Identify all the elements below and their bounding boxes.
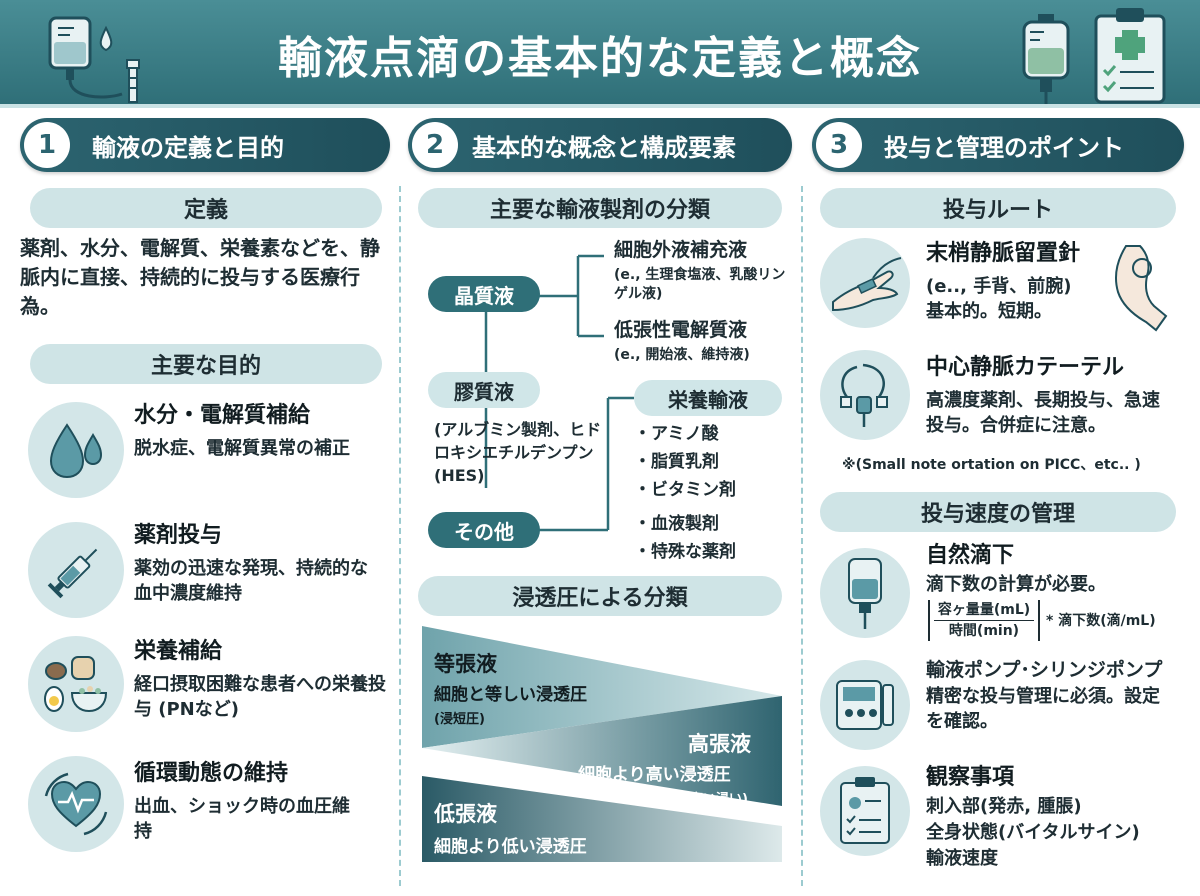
iv-bag-icon [48, 16, 123, 99]
section-title: 投与と管理のポイント [884, 133, 1124, 162]
section-title: 基本的な概念と構成要素 [472, 133, 736, 162]
route-title: 中心静脈カテーテル [926, 355, 1125, 380]
section-concepts: 2 基本的な概念と構成要素 主要な輸液製剤の分類 晶質液 細胞外液補充液 (e.… [408, 118, 792, 862]
hypertonic-label: 高張液 [688, 732, 751, 756]
drip-bag-icon [848, 558, 882, 629]
section-header: 1 輸液の定義と目的 [20, 118, 390, 172]
drip-formula: 容ヶ量量(mL) 時間(min) [928, 600, 1040, 641]
other-list: 血液製剤 特殊な薬剤 [634, 510, 736, 566]
infusion-pump-icon [836, 680, 894, 730]
isotonic-label: 等張液 [434, 652, 497, 676]
purpose-desc: 脱水症、電解質異常の補正 [134, 438, 350, 459]
column-divider [399, 186, 401, 886]
list-item: ビタミン剤 [634, 476, 736, 504]
list-item: 脂質乳剤 [634, 448, 736, 476]
water-drops-icon [49, 423, 103, 479]
section-header: 3 投与と管理のポイント [812, 118, 1184, 172]
other-tag: その他 [428, 512, 540, 548]
hypertonic-note: (高い浸い) [684, 792, 748, 807]
clipboard-icon [1094, 8, 1166, 104]
drip-tube-icon [126, 59, 140, 103]
purpose-icon-circle [28, 522, 124, 618]
purpose-desc: 経口摂取困難な患者への栄養投与 (PNなど) [134, 674, 386, 720]
purpose-icon-circle [28, 636, 124, 732]
hypertonic-desc: 細胞より高い浸透圧 [578, 765, 731, 785]
purpose-title: 循環動態の維持 [134, 761, 289, 786]
section-number: 1 [24, 122, 70, 168]
list-item: 血液製剤 [634, 510, 736, 538]
route-icon-circle [820, 238, 910, 328]
isotonic-note: (浸短圧) [434, 712, 485, 727]
obs-icon-circle [820, 766, 910, 856]
definition-text: 薬剤、水分、電解質、栄養素などを、静脈内に直接、持続的に投与する医療行為。 [20, 236, 380, 318]
ecf-label: 細胞外液補充液 [614, 239, 748, 261]
heart-cycle-icon [44, 772, 108, 836]
purpose-title: 薬剤投与 [134, 523, 223, 548]
nutrition-list: アミノ酸 脂質乳剤 ビタミン剤 [634, 420, 736, 504]
section-header: 2 基本的な概念と構成要素 [408, 118, 792, 172]
colloid-tag: 膠質液 [428, 372, 540, 408]
obs-title: 観察事項 [926, 765, 1015, 790]
route-title: 末梢静脈留置針 [926, 241, 1081, 266]
rate-icon-circle [820, 660, 910, 750]
formula-numerator: 容ヶ量量(mL) [934, 600, 1034, 621]
section-title: 輸液の定義と目的 [92, 133, 284, 162]
section-number: 3 [816, 122, 862, 168]
route-heading: 投与ルート [820, 188, 1176, 228]
list-item: 特殊な薬剤 [634, 538, 736, 566]
rate-icon-circle [820, 548, 910, 638]
list-item: アミノ酸 [634, 420, 736, 448]
definition-heading: 定義 [30, 188, 382, 228]
purpose-title: 水分・電解質補給 [134, 403, 311, 428]
arm-icon [1115, 245, 1168, 332]
formula-drop-factor: * 滴下数(滴/mL) [1046, 613, 1156, 629]
purpose-icon-circle [28, 756, 124, 852]
syringe-icon [47, 548, 98, 599]
hand-catheter-icon [832, 257, 902, 312]
section-administration: 3 投与と管理のポイント 投与ルート 末梢静脈留置針 (e.., 手背、前腕) … [812, 118, 1184, 869]
purpose-desc: 出血、ショック時の血圧維持 [134, 796, 350, 842]
obs-item: 全身状態(バイタルサイン) [926, 822, 1140, 843]
rate-heading: 投与速度の管理 [820, 492, 1176, 532]
column-divider [801, 186, 803, 886]
route-desc: (e.., 手背、前腕) 基本的。短期。 [926, 276, 1072, 322]
purpose-icon-circle [28, 402, 124, 498]
crystalloid-tag: 晶質液 [428, 276, 540, 312]
chart-clipboard-icon [840, 777, 890, 844]
route-desc: 高濃度薬剤、長期投与、急速投与。合併症に注意。 [926, 390, 1160, 436]
obs-item: 刺入部(発赤, 腫脹) [926, 796, 1082, 817]
route-icon-circle [820, 350, 910, 440]
purpose-title: 栄養補給 [134, 639, 223, 664]
pump-desc: 精密な投与管理に必須。設定を確認。 [926, 686, 1160, 732]
food-icon [44, 656, 108, 713]
ecf-example: (e., 生理食塩液、乳酸リンゲル液) [614, 267, 786, 302]
route-note: ※(Small note ortation on PICC、etc.. ) [842, 457, 1141, 473]
section-number: 2 [412, 122, 458, 168]
header-banner: 輸液点滴の基本的な定義と概念 [0, 0, 1200, 108]
purpose-desc: 薬効の迅速な発現、持続的な血中濃度維持 [134, 558, 368, 604]
osmotic-heading: 浸透圧による分類 [418, 576, 782, 616]
section-definition: 1 輸液の定義と目的 定義 薬剤、水分、電解質、栄養素などを、静脈内に直接、持続… [20, 118, 390, 852]
colloid-example: (アルブミン製剤、ヒドロキシエチルデンプン(HES) [434, 420, 602, 485]
central-catheter-icon [840, 363, 888, 427]
osmotic-diagram [422, 626, 782, 862]
hypotonic-desc: 細胞より低い浸透圧 [434, 837, 587, 857]
hypotonic-label: 低張液 [434, 802, 497, 826]
obs-item: 輸液速度 [926, 848, 998, 869]
hypo-electrolyte-example: (e., 開始液、維持液) [614, 347, 750, 363]
hypo-electrolyte-label: 低張性電解質液 [614, 319, 748, 341]
formula-denominator: 時間(min) [948, 623, 1020, 639]
nutrition-tag: 栄養輸液 [634, 380, 782, 416]
gravity-title: 自然滴下 [926, 543, 1015, 568]
purpose-heading: 主要な目的 [30, 344, 382, 384]
page-title: 輸液点滴の基本的な定義と概念 [278, 33, 922, 84]
isotonic-desc: 細胞と等しい浸透圧 [434, 685, 587, 705]
pump-title: 輸液ポンプ･シリンジポンプ [926, 659, 1163, 681]
gravity-desc: 滴下数の計算が必要。 [926, 574, 1106, 595]
classification-heading: 主要な輸液製剤の分類 [418, 188, 782, 228]
iv-bottle-icon [1022, 14, 1070, 104]
